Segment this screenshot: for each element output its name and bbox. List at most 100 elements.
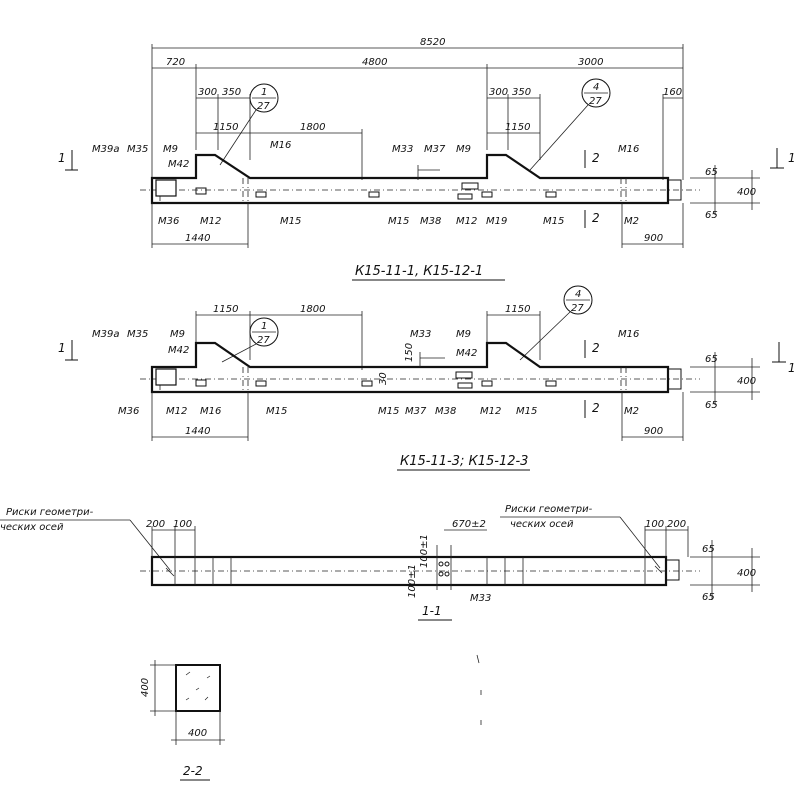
- callout-4-den: 27: [571, 303, 584, 314]
- dim-400: 400: [737, 187, 756, 198]
- dim-350-b: 350: [512, 87, 531, 98]
- label-m16-b: M16: [618, 144, 639, 155]
- label-m36: M36: [158, 216, 179, 227]
- dim-300-a: 300: [198, 87, 217, 98]
- label-m12: M12: [166, 406, 187, 417]
- label-m33: M33: [410, 329, 431, 340]
- dim-4800: 4800: [362, 57, 387, 68]
- dim-1800: 1800: [300, 304, 325, 315]
- section-mark-1-left: 1: [58, 151, 66, 165]
- label-m16-b: M16: [200, 406, 221, 417]
- dim-1800: 1800: [300, 122, 325, 133]
- dim-100-a: 100±1: [419, 534, 430, 568]
- note-left-line2: ческих осей: [0, 522, 64, 533]
- label-m9: M9: [163, 144, 178, 155]
- view-title-top: К15-11-1, К15-12-1: [355, 264, 483, 279]
- dim-3000: 3000: [578, 57, 603, 68]
- callout-1-den: 27: [257, 101, 270, 112]
- callout-1-num: 1: [261, 321, 267, 332]
- label-m15-c: M15: [516, 406, 537, 417]
- section-mark-1-right: 1: [788, 151, 796, 165]
- section-mark-2-top: 2: [592, 341, 600, 355]
- label-m15-b: M15: [378, 406, 399, 417]
- dim-200-left: 200: [146, 519, 165, 530]
- dim-900: 900: [644, 426, 663, 437]
- dim-200-right: 200: [667, 519, 686, 530]
- label-m9: M9: [170, 329, 185, 340]
- dim-65-top: 65: [705, 354, 718, 365]
- section-mark-2-top: 2: [592, 151, 600, 165]
- dim-300-b: 300: [489, 87, 508, 98]
- dim-30: 30: [378, 372, 389, 385]
- dim-400: 400: [737, 568, 756, 579]
- dim-1150-b: 1150: [505, 304, 530, 315]
- label-m19: M19: [486, 216, 507, 227]
- label-m42: M42: [168, 345, 189, 356]
- note-left-line1: Риски геометри-: [6, 507, 94, 518]
- dim-65-bottom: 65: [705, 210, 718, 221]
- section-mark-1-right: 1: [788, 361, 796, 375]
- dim-150: 150: [404, 343, 415, 362]
- dim-100-left: 100: [173, 519, 192, 530]
- dim-1150-b: 1150: [505, 122, 530, 133]
- view-title-mid: К15-11-3; К15-12-3: [400, 454, 528, 469]
- label-m16: M16: [270, 140, 291, 151]
- dim-65-top: 65: [705, 167, 718, 178]
- label-m2: M2: [624, 406, 639, 417]
- label-m12: M12: [200, 216, 221, 227]
- label-m9-b: M9: [456, 144, 471, 155]
- section-mark-1-left: 1: [58, 341, 66, 355]
- label-m12-b: M12: [480, 406, 501, 417]
- label-m15: M15: [280, 216, 301, 227]
- dim-65-top: 65: [702, 544, 715, 555]
- note-right-line2: ческих осей: [510, 519, 574, 530]
- dim-1440: 1440: [185, 426, 210, 437]
- label-m38: M38: [435, 406, 456, 417]
- label-m15-b: M15: [388, 216, 409, 227]
- callout-4-num: 4: [593, 82, 599, 93]
- note-right-line1: Риски геометри-: [505, 504, 593, 515]
- callout-4-den: 27: [589, 96, 602, 107]
- dim-65-bottom: 65: [702, 592, 715, 603]
- label-m33: M33: [470, 593, 491, 604]
- label-m35: M35: [127, 144, 148, 155]
- dim-height-400: 400: [140, 678, 151, 697]
- dim-900: 900: [644, 233, 663, 244]
- section-title-2-2: 2-2: [183, 764, 203, 778]
- section-mark-2-bottom: 2: [592, 211, 600, 225]
- callout-4-num: 4: [575, 289, 581, 300]
- dim-100-b: 100±1: [407, 564, 418, 598]
- section-mark-2-bottom: 2: [592, 401, 600, 415]
- dim-670: 670±2: [452, 519, 486, 530]
- label-m37: M37: [405, 406, 427, 417]
- label-m16: M16: [618, 329, 639, 340]
- dim-1440: 1440: [185, 233, 210, 244]
- middle-view: 1150 1800 1150 1 27 4 27: [58, 285, 796, 471]
- dim-1150-a: 1150: [213, 304, 238, 315]
- dim-720: 720: [166, 57, 185, 68]
- dim-1150-a: 1150: [213, 122, 238, 133]
- label-m37: M37: [424, 144, 446, 155]
- label-m38: M38: [420, 216, 441, 227]
- label-m35: M35: [127, 329, 148, 340]
- dim-400: 400: [737, 376, 756, 387]
- label-m36: M36: [118, 406, 139, 417]
- section-1-1: Риски геометри- ческих осей Риски геомет…: [0, 504, 760, 621]
- label-m9-b: M9: [456, 329, 471, 340]
- dim-160: 160: [663, 87, 682, 98]
- dim-100-right: 100: [645, 519, 664, 530]
- label-m39a: M39a: [92, 144, 119, 155]
- dim-width-400: 400: [188, 728, 207, 739]
- callout-1-num: 1: [261, 87, 267, 98]
- section-2-2: 400 400 2-2: [140, 660, 225, 781]
- dim-65-bottom: 65: [705, 400, 718, 411]
- label-m15-c: M15: [543, 216, 564, 227]
- section-title-1-1: 1-1: [422, 604, 442, 618]
- label-m33: M33: [392, 144, 413, 155]
- label-m42: M42: [168, 159, 189, 170]
- label-m2: M2: [624, 216, 639, 227]
- top-view: 8520 720 4800 3000 300 350 1150 1800 300…: [58, 37, 796, 281]
- callout-1-den: 27: [257, 335, 270, 346]
- label-m12-b: M12: [456, 216, 477, 227]
